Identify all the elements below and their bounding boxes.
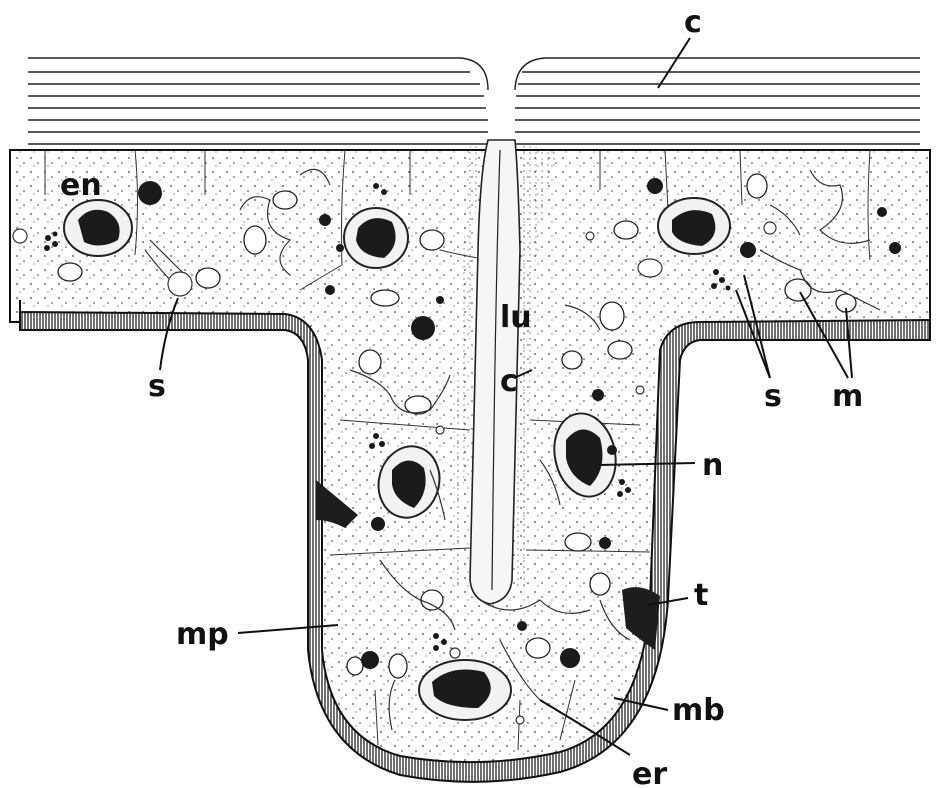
label-tendon: t bbox=[694, 578, 708, 613]
label-cuticle-top: c bbox=[684, 5, 702, 40]
label-secretion-right: s bbox=[764, 379, 782, 414]
label-nucleus: n bbox=[702, 448, 723, 483]
label-lumen: lu bbox=[500, 300, 532, 335]
label-basement-membrane: mb bbox=[672, 693, 725, 728]
cuticle-left bbox=[28, 58, 488, 144]
label-endocuticle: en bbox=[60, 168, 102, 203]
label-cuticle-mid: c bbox=[500, 364, 518, 399]
label-mitochondria: m bbox=[832, 379, 863, 414]
label-mp: mp bbox=[176, 617, 229, 652]
cuticle-right bbox=[515, 58, 920, 144]
label-er: er bbox=[632, 757, 667, 788]
label-secretion-left: s bbox=[148, 369, 166, 404]
